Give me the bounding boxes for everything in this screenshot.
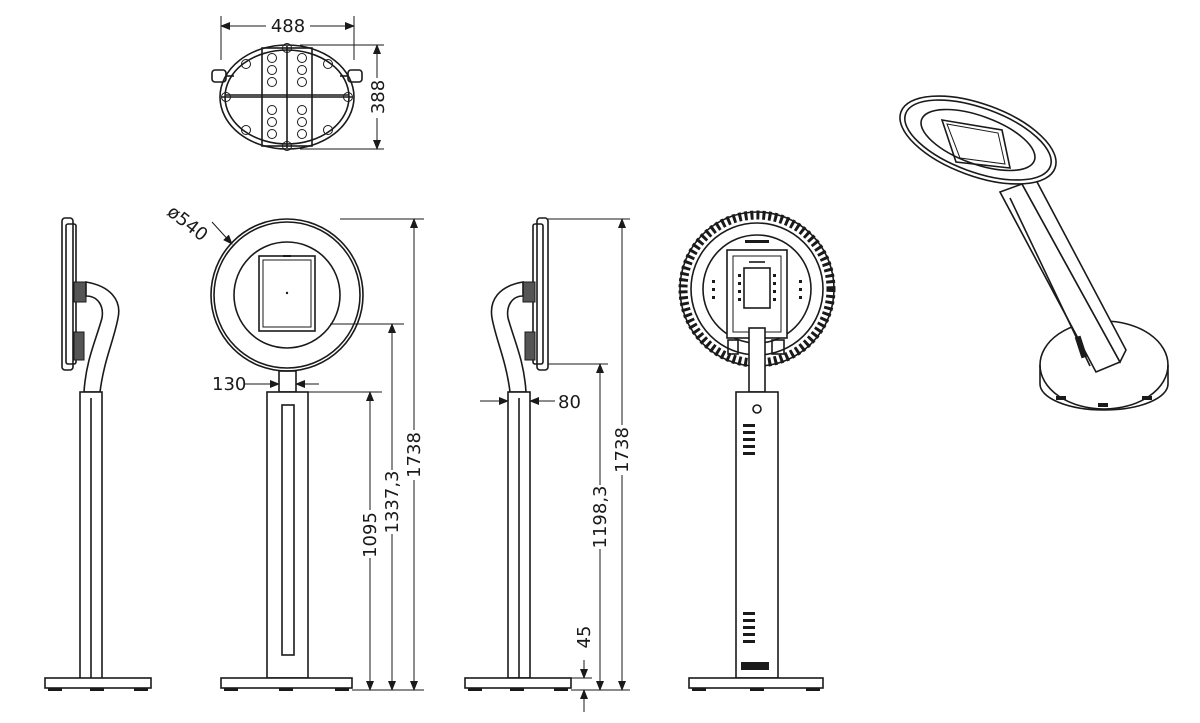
base-thickness-label: 45	[574, 626, 595, 649]
ring-diameter-label: ø540	[163, 201, 212, 245]
height-total-front-label: 1738	[404, 432, 425, 478]
height-total-side-label: 1738	[612, 427, 633, 473]
perspective-view	[899, 95, 1169, 411]
post-width-side-label: 80	[558, 392, 581, 413]
side-view-left	[44, 217, 152, 691]
height-post-front-label: 1095	[360, 512, 381, 558]
post-width-front-label: 130	[212, 374, 246, 395]
top-depth-label: 388	[368, 80, 389, 114]
side-view-right	[464, 217, 630, 712]
front-view	[210, 218, 424, 691]
top-width-label: 488	[271, 16, 305, 37]
back-view	[678, 210, 836, 691]
height-center-front-label: 1337,3	[382, 471, 403, 534]
height-center-side-label: 1198,3	[590, 486, 611, 549]
